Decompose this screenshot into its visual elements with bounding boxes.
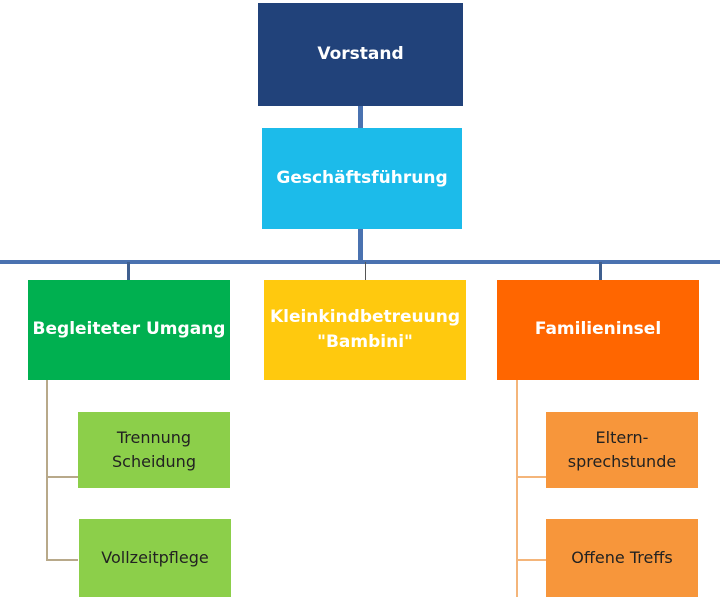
connector-drop-left xyxy=(127,262,130,280)
connector-drop-center xyxy=(365,262,366,280)
connector-left-branch-1 xyxy=(46,476,78,478)
connector-right-branch-2 xyxy=(516,559,546,561)
node-familieninsel: Familieninsel xyxy=(497,280,699,380)
node-kleinkindbetreuung: Kleinkindbetreuung "Bambini" xyxy=(264,280,466,380)
node-offene-treffs: Offene Treffs xyxy=(546,519,698,597)
node-trennung-scheidung: Trennung Scheidung xyxy=(78,412,230,488)
connector-drop-right xyxy=(599,262,602,280)
node-elternsprechstunde: Eltern- sprechstunde xyxy=(546,412,698,488)
node-begleiteter-umgang: Begleiteter Umgang xyxy=(28,280,230,380)
node-label: Kleinkindbetreuung "Bambini" xyxy=(269,306,461,353)
node-label: Vollzeitpflege xyxy=(101,548,209,567)
connector-horizontal xyxy=(0,260,720,264)
node-vorstand: Vorstand xyxy=(258,3,463,106)
node-vollzeitpflege: Vollzeitpflege xyxy=(79,519,231,597)
node-label: Begleiteter Umgang xyxy=(32,319,226,340)
node-label: Offene Treffs xyxy=(571,548,673,567)
node-geschaeftsfuehrung: Geschäftsführung xyxy=(262,128,462,229)
connector-right-stem xyxy=(516,380,518,597)
connector-right-branch-1 xyxy=(516,476,546,478)
connector-left-stem xyxy=(46,380,48,560)
node-label: Trennung Scheidung xyxy=(112,428,196,471)
node-label: Vorstand xyxy=(317,43,404,64)
node-label: Geschäftsführung xyxy=(276,167,448,188)
node-label: Eltern- sprechstunde xyxy=(567,428,677,471)
connector-left-branch-2 xyxy=(46,559,78,561)
node-label: Familieninsel xyxy=(534,319,662,340)
